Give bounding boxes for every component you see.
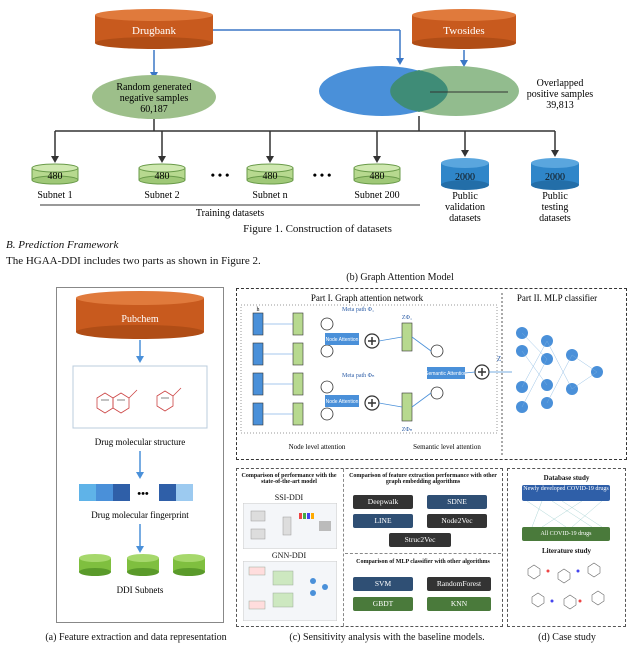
intro-paragraph: The HGAA-DDI includes two parts as shown… — [6, 255, 261, 267]
subnet-2-cylinder: 480 — [138, 163, 186, 185]
svg-text:480: 480 — [155, 171, 170, 182]
svg-text:Node Attention: Node Attention — [326, 337, 359, 343]
algo-deepwalk: Deepwalk — [353, 495, 413, 509]
algo-sdne: SDNE — [427, 495, 487, 509]
overlap-region — [393, 71, 445, 111]
training-datasets-label: Training datasets — [196, 208, 264, 219]
svg-text:datasets: datasets — [449, 213, 481, 224]
caption-a: (a) Feature extraction and data represen… — [45, 632, 227, 643]
ssi-ddi-label: SSI-DDI — [274, 493, 304, 502]
svg-text:Semantic Attention: Semantic Attention — [425, 371, 467, 377]
meta-path-1-label: Meta path Φ₁ — [342, 307, 374, 313]
twosides-cylinder: Twosides — [412, 9, 516, 49]
drugbank-label: Drugbank — [132, 25, 176, 37]
twosides-label: Twosides — [443, 25, 484, 37]
panel-b-drawing: Part I. Graph attention network Part II.… — [240, 293, 603, 455]
svg-text:Public: Public — [452, 191, 478, 202]
panel-b-graph-attention-model: Part I. Graph attention network Part II.… — [236, 288, 627, 460]
svg-text:datasets: datasets — [539, 213, 571, 224]
section-heading: B. Prediction Framework — [6, 239, 119, 251]
negative-count: 60,187 — [140, 104, 168, 115]
svg-text:480: 480 — [370, 171, 385, 182]
c-bottom-title: Comparison of MLP classifier with other … — [356, 559, 490, 565]
semantic-attention-box — [427, 367, 465, 379]
semantic-level-label: Semantic level attention — [413, 443, 481, 451]
gnn-ddi-diagram — [243, 561, 337, 621]
new-drugs-box: Newly developed COVID-19 drugs — [522, 485, 610, 501]
literature-study-title: Literature study — [541, 547, 592, 555]
fingerprint-label: Drug molecular fingerprint — [91, 510, 189, 520]
molecule-sketches — [527, 562, 605, 610]
part2-title: Part II. MLP classifier — [517, 293, 597, 303]
ellipsis-1: • • • — [211, 168, 230, 182]
overlap-label-1: Overlapped — [537, 78, 584, 89]
svg-text:validation: validation — [445, 202, 485, 213]
panel-a-drawing: Pubchem Drug molecular structure ••• — [72, 291, 208, 595]
z-label: Z — [497, 355, 501, 363]
negative-samples-ellipse — [92, 75, 216, 119]
drugbank-cylinder: Drugbank — [95, 9, 213, 49]
database-study-title: Database study — [543, 474, 590, 482]
panel-c-sensitivity-analysis: Comparison of performance with the state… — [236, 468, 503, 627]
caption-d: (d) Case study — [538, 632, 596, 643]
algo-gbdt: GBDT — [353, 597, 413, 611]
subnet-label-1: Subnet 1 — [37, 190, 72, 201]
validation-cylinder: 2000 — [441, 158, 489, 190]
subnet-1-cylinder: 480 — [31, 163, 79, 185]
part1-title: Part I. Graph attention network — [311, 293, 424, 303]
panel-a-feature-extraction: Pubchem Drug molecular structure ••• — [56, 287, 224, 623]
panel-b-title: (b) Graph Attention Model — [346, 272, 454, 283]
ellipsis-2: • • • — [313, 168, 332, 182]
subnet-label-2: Subnet 2 — [144, 190, 179, 201]
svg-text:Public: Public — [542, 191, 568, 202]
ddi-subnet-cylinders — [79, 554, 205, 576]
gnn-ddi-label: GNN-DDI — [271, 551, 307, 560]
drug-link-lines — [526, 501, 603, 527]
svg-text:2000: 2000 — [545, 172, 565, 183]
caption-c: (c) Sensitivity analysis with the baseli… — [289, 632, 485, 643]
pubchem-cylinder: Pubchem — [76, 291, 204, 339]
panel-d-case-study: Database study Newly developed COVID-19 … — [507, 468, 626, 627]
node-attention-box-1 — [325, 333, 359, 345]
c-mid-title: Comparison of feature extraction perform… — [349, 473, 497, 485]
algo-knn: KNN — [427, 597, 491, 611]
ddi-subnets-label: DDI Subnets — [117, 585, 164, 595]
subnet-n-cylinder: 480 — [246, 163, 294, 185]
subnet-200-cylinder: 480 — [353, 163, 401, 185]
svg-text:2000: 2000 — [455, 172, 475, 183]
figure-1-diagram: Drugbank Twosides Random generated negat… — [31, 9, 593, 224]
pubchem-label: Pubchem — [121, 314, 158, 325]
overlap-count: 39,813 — [546, 100, 574, 111]
ssi-ddi-diagram — [243, 503, 337, 549]
subnet-label-200: Subnet 200 — [354, 190, 399, 201]
z-phi1-label: ZΦ₁ — [402, 315, 412, 321]
all-drugs-box: All COVID-19 drugs — [522, 527, 610, 541]
fingerprint-bars: ••• — [79, 484, 193, 501]
drug-structure-label: Drug molecular structure — [95, 437, 185, 447]
algo-struc2vec: Struc2Vec — [389, 533, 451, 547]
testing-cylinder: 2000 — [531, 158, 579, 190]
svg-text:480: 480 — [48, 171, 63, 182]
z-phin-label: ZΦₙ — [402, 427, 413, 433]
algo-node2vec: Node2Vec — [427, 514, 487, 528]
c-left-title: Comparison of performance with the state… — [241, 473, 337, 485]
svg-text:h: h — [257, 307, 260, 313]
negative-label-1: Random generated — [116, 82, 191, 93]
svg-text:•••: ••• — [137, 488, 149, 500]
algo-svm: SVM — [353, 577, 413, 591]
algo-randomforest: RandomForest — [427, 577, 491, 591]
overlap-label-2: positive samples — [527, 89, 593, 100]
svg-text:testing: testing — [542, 202, 569, 213]
meta-path-n-label: Meta path Φₙ — [342, 373, 375, 379]
subnet-label-n: Subnet n — [252, 190, 287, 201]
negative-label-2: negative samples — [120, 93, 189, 104]
node-level-label: Node level attention — [289, 443, 346, 451]
algo-line: LINE — [353, 514, 413, 528]
svg-text:480: 480 — [263, 171, 278, 182]
figure-1-caption: Figure 1. Construction of datasets — [243, 223, 392, 235]
node-attention-box-2 — [325, 395, 359, 407]
svg-text:Node Attention: Node Attention — [326, 399, 359, 405]
